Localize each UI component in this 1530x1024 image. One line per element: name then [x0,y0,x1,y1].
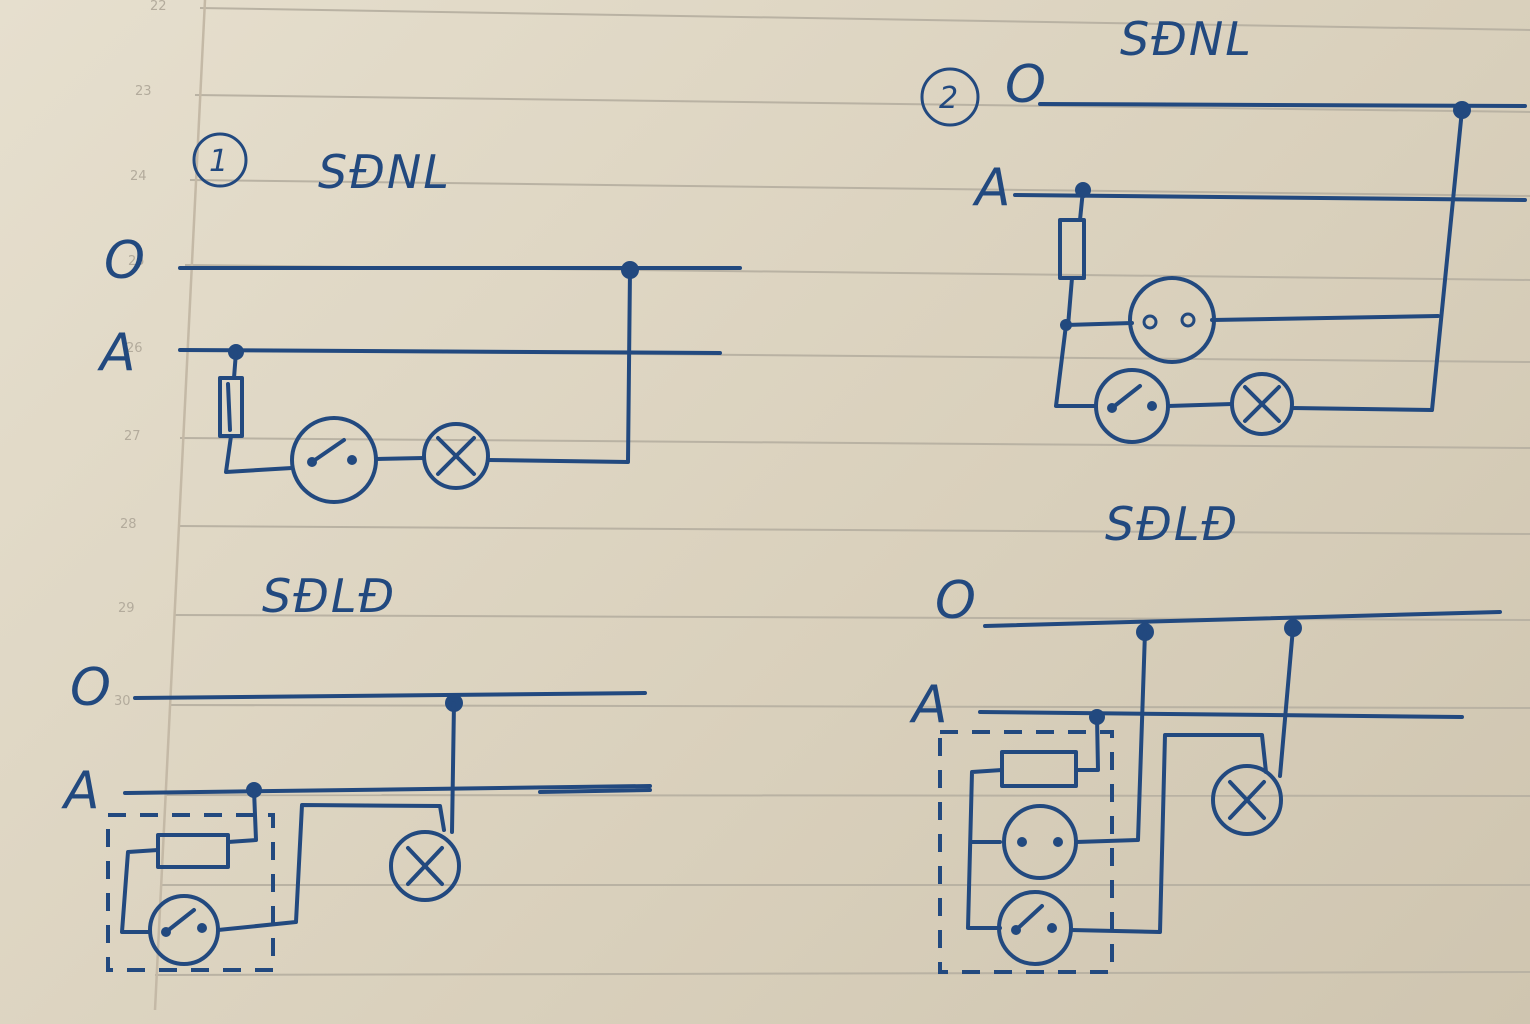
neutral-wire [133,691,647,700]
phase-wire [978,710,1464,719]
line-number: 28 [120,517,137,532]
diagram-title: SĐNL [318,145,451,199]
diagram-number: 2 [939,81,958,116]
line-number: 22 [150,0,167,14]
diagram-number: 1 [209,144,228,179]
phase-wire [1013,193,1527,202]
fuse-symbol [1000,750,1078,788]
diagram-number-circle [920,67,980,127]
line-numbers: 22 23 24 25 26 27 28 29 30 [114,0,167,709]
neutral-wire [1038,102,1527,108]
phase-bus-label: A [61,761,100,821]
neutral-bus-label: O [70,658,111,718]
socket-symbol [1128,276,1216,364]
lamp-symbol [1211,764,1283,836]
diagram-title: SĐNL [1120,12,1253,66]
socket-symbol [1002,804,1078,880]
neutral-wire [983,610,1502,628]
line-number: 24 [130,169,147,184]
distribution-board-outline [938,730,1114,974]
switch-symbol [290,416,378,504]
diagram-2-principle: SĐNL 2 O A [920,12,1527,444]
line-number: 29 [118,601,135,616]
phase-wire [123,784,652,795]
diagram-2-installation: SĐLĐ O A [909,497,1502,974]
lamp-symbol [1230,372,1294,436]
switch-symbol [997,890,1073,966]
phase-bus-label: A [972,158,1011,218]
distribution-board-outline [106,813,275,972]
line-number: 23 [135,84,152,99]
diagram-title: SĐLĐ [1105,497,1239,551]
line-number: 25 [128,254,145,269]
phase-bus-label: A [909,675,948,735]
line-number: 26 [126,341,143,356]
lamp-symbol [422,422,490,490]
lamp-symbol [389,830,461,902]
ruled-lines [153,0,1530,1011]
line-number: 30 [114,694,131,709]
phase-wire [178,348,722,355]
phase-bus-label: A [97,323,136,383]
diagram-title: SĐLĐ [262,569,396,623]
fuse-symbol [1058,218,1086,280]
neutral-bus-label: O [935,571,976,631]
diagram-number-circle [192,132,248,188]
neutral-bus-label: O [104,231,145,291]
switch-symbol [1094,368,1170,444]
diagram-1-installation: SĐLĐ O A [61,569,652,972]
line-number: 27 [124,429,141,444]
diagram-1-principle: 1 SĐNL O A [97,132,742,504]
neutral-bus-label: O [1005,55,1046,115]
fuse-symbol [156,833,230,869]
